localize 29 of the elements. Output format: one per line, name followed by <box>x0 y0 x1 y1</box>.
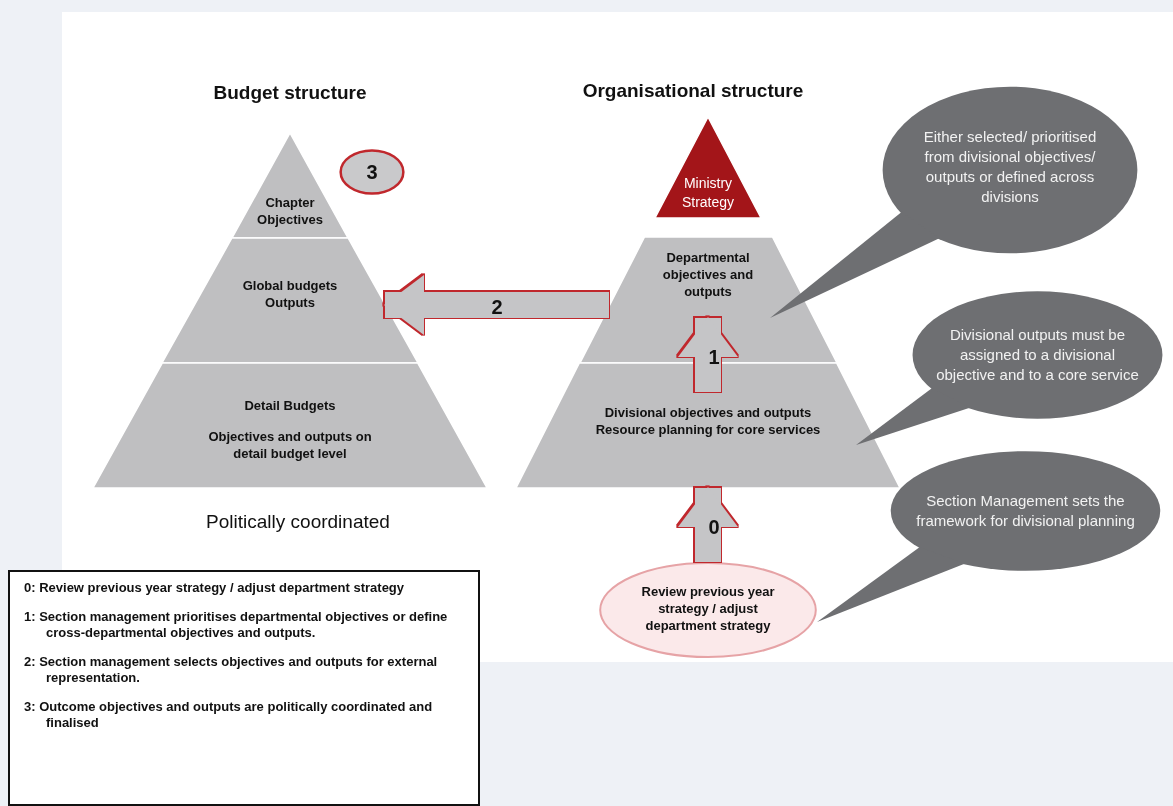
layer-label: Divisional objectives and outputs Resource planning for core services <box>594 404 822 438</box>
callout-tail <box>770 212 940 318</box>
heading: Politically coordinated <box>206 511 390 533</box>
badge-number: 3 <box>366 159 378 185</box>
note-text: 0: Review previous year strategy / adjust department strategy <box>24 580 406 596</box>
ellipse-label: Review previous year strategy / adjust department strategy <box>640 582 776 634</box>
block-arrow <box>678 487 738 562</box>
callout-tail <box>856 388 970 445</box>
bubble-text: Divisional outputs must be assigned to a divisional objective and to a core service <box>935 325 1140 385</box>
edge-label: 1 <box>708 345 720 369</box>
heading: Organisational structure <box>582 80 804 102</box>
layer-label: Global budgets Outputs <box>241 276 339 311</box>
callout-tail <box>817 547 965 622</box>
block-arrow <box>678 317 738 392</box>
note-text: 1: Section management prioritises departmental objectives or define cross-departmental objectives and outputs. <box>24 609 449 641</box>
bubble-text: Either selected/ prioritised from divisional objectives/ outputs or defined across divisions <box>922 127 1098 207</box>
note-box <box>8 570 480 806</box>
block-arrow <box>384 275 609 335</box>
note-text: 2: Section management selects objectives and outputs for external representation. <box>24 654 439 686</box>
heading: Budget structure <box>213 82 367 104</box>
layer-label: Ministry Strategy <box>680 174 736 212</box>
note-text: 3: Outcome objectives and outputs are politically coordinated and finalised <box>24 699 434 731</box>
bubble-text: Section Management sets the framework for divisional planning <box>915 491 1136 531</box>
edge-label: 0 <box>708 515 720 539</box>
layer-label: Detail Budgets <box>244 397 336 414</box>
edge-label: 2 <box>491 295 503 319</box>
layer-label: Departmental objectives and outputs <box>661 249 755 300</box>
layer-label: Chapter Objectives <box>256 194 324 228</box>
layer-label: Objectives and outputs on detail budget level <box>207 428 373 462</box>
